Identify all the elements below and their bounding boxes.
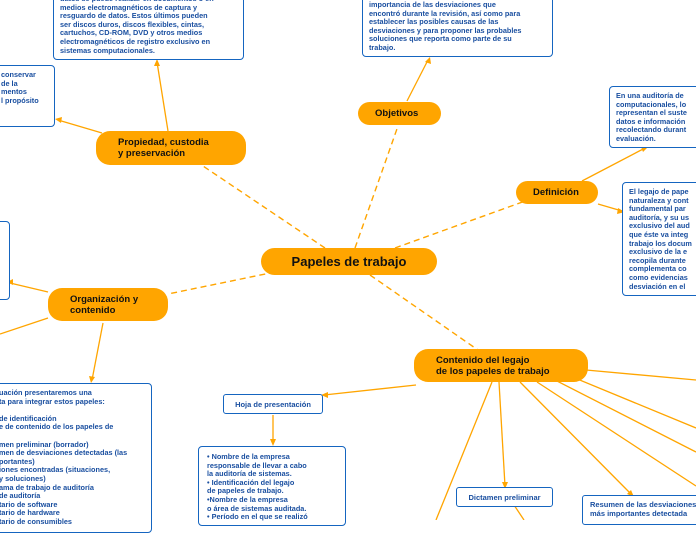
central-node-label: Papeles de trabajo (291, 254, 407, 269)
label-dictamen-preliminar[interactable]: Dictamen preliminar (456, 487, 553, 507)
note-organizacion-stub (0, 221, 10, 300)
link-central-contenido (369, 274, 479, 351)
branch-organizacion[interactable]: Organización y contenido (48, 288, 168, 321)
link-central-organizacion (167, 271, 276, 295)
link-central-objetivos (354, 125, 399, 249)
branch-contenido[interactable]: Contenido del legajo de los papeles de t… (414, 349, 588, 382)
label-hoja-presentacion[interactable]: Hoja de presentación (223, 394, 323, 414)
note-objetivos: importancia de las desviaciones que enco… (362, 0, 553, 57)
branch-propiedad-label: Propiedad, custodia y preservación (118, 137, 209, 159)
note-organizacion-list: uación presentaremos una ta para integra… (0, 383, 152, 533)
note-hoja-presentacion: • Nombre de la empresa responsable de ll… (198, 446, 346, 526)
note-propiedad-storage: datos se puede realizar en documentos o … (53, 0, 244, 60)
branch-contenido-label: Contenido del legajo de los papeles de t… (436, 354, 550, 377)
note-definicion-evidence: En una auditoría de computacionales, lo … (609, 86, 696, 148)
label-resumen-desviaciones[interactable]: Resumen de las desviaciones más importan… (582, 495, 696, 525)
note-definicion-legajo: El legajo de pape naturaleza y cont fund… (622, 182, 696, 296)
branch-objetivos-label: Objetivos (375, 108, 419, 119)
branch-definicion[interactable]: Definición (516, 181, 598, 204)
note-propiedad-custody: conservar de la mentos l propósito (0, 65, 55, 127)
branch-organizacion-label: Organización y contenido (70, 293, 139, 316)
link-central-propiedad (199, 163, 326, 249)
link-central-definicion (394, 199, 529, 249)
connector-lines (0, 57, 696, 520)
branch-definicion-label: Definición (533, 187, 579, 198)
branch-propiedad[interactable]: Propiedad, custodia y preservación (96, 131, 246, 165)
branch-objetivos[interactable]: Objetivos (358, 102, 441, 125)
central-node[interactable]: Papeles de trabajo (261, 248, 437, 275)
